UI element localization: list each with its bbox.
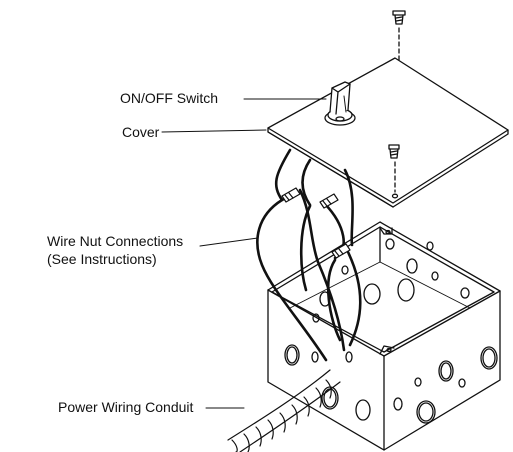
wires <box>256 148 362 362</box>
cover-screw-bottom <box>388 144 400 159</box>
wire-nut-left <box>281 187 301 203</box>
wire-nut-right <box>331 243 351 259</box>
label-cover: Cover <box>122 124 160 140</box>
wire-nut-middle <box>319 193 339 209</box>
switch-toggle <box>324 81 356 126</box>
screw-hole-bottom <box>391 193 399 199</box>
label-power-wiring-conduit: Power Wiring Conduit <box>58 399 194 415</box>
power-wiring-conduit <box>227 369 341 452</box>
label-on-off-switch: ON/OFF Switch <box>120 90 219 106</box>
cover-screw-top <box>392 10 406 25</box>
leader-cover <box>161 129 267 133</box>
label-see-instructions: (See Instructions) <box>47 251 157 267</box>
leader-wire-nut <box>199 237 259 247</box>
junction-box <box>267 221 501 451</box>
label-wire-nut-connections: Wire Nut Connections <box>47 233 184 249</box>
cover-plate <box>267 57 509 208</box>
